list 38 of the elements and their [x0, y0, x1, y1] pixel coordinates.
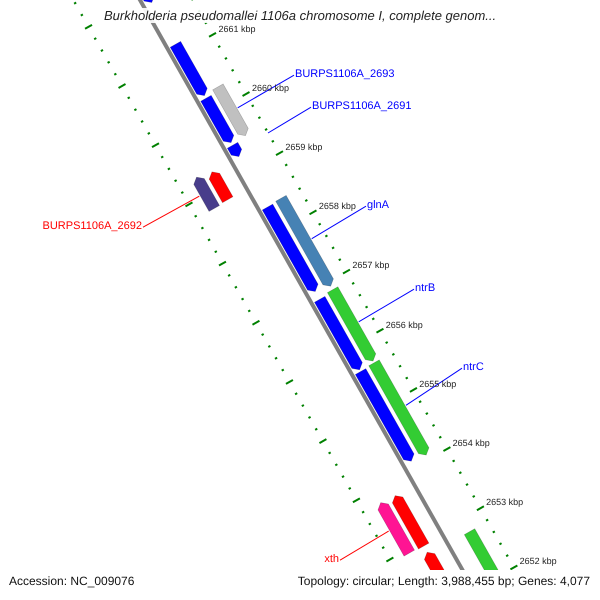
gene-feature — [262, 204, 318, 292]
gene-feature — [170, 40, 208, 96]
gene-label: BURPS1106A_2692 — [42, 220, 142, 232]
scale-label: 2655 kbp — [419, 378, 456, 389]
scale-label: 2660 kbp — [252, 82, 289, 93]
gene-feature — [200, 94, 234, 143]
leader-line — [405, 368, 462, 406]
gene-label: xth — [324, 553, 339, 565]
gene-feature — [354, 368, 414, 462]
scale-label: 2661 kbp — [218, 24, 256, 34]
scale-label: 2653 kbp — [486, 497, 524, 508]
gene-feature — [226, 142, 242, 157]
gene-feature — [327, 286, 376, 362]
scale-label: 2657 kbp — [352, 260, 390, 270]
leader-line — [340, 530, 390, 561]
scale-label: 2656 kbp — [386, 320, 423, 330]
gene-feature — [208, 172, 234, 204]
gene-label: BURPS1106A_2693 — [295, 68, 394, 80]
scale-label: 2654 kbp — [452, 438, 490, 448]
gene-label: ntrC — [463, 361, 484, 373]
accession-text: Accession: NC_009076 — [9, 574, 134, 588]
genome-info-text: Topology: circular; Length: 3,988,455 bp; Genes: 4,077 — [298, 574, 590, 588]
gene-label: ntrB — [415, 282, 436, 294]
leader-line — [237, 74, 294, 108]
gene-feature — [314, 296, 363, 370]
leader-line — [358, 288, 414, 322]
gene-feature — [193, 176, 220, 212]
leader-line — [311, 206, 366, 240]
gene-feature — [392, 495, 430, 550]
leader-line — [142, 196, 200, 228]
gene-feature — [212, 84, 249, 136]
gene-feature — [378, 502, 415, 556]
gene-label: glnA — [367, 199, 390, 211]
scale-label: 2658 kbp — [318, 201, 356, 212]
gene-label: BURPS1106A_2691 — [312, 100, 412, 112]
scale-label: 2652 kbp — [520, 556, 557, 566]
leader-line — [268, 106, 312, 134]
scale-label: 2659 kbp — [285, 142, 322, 152]
